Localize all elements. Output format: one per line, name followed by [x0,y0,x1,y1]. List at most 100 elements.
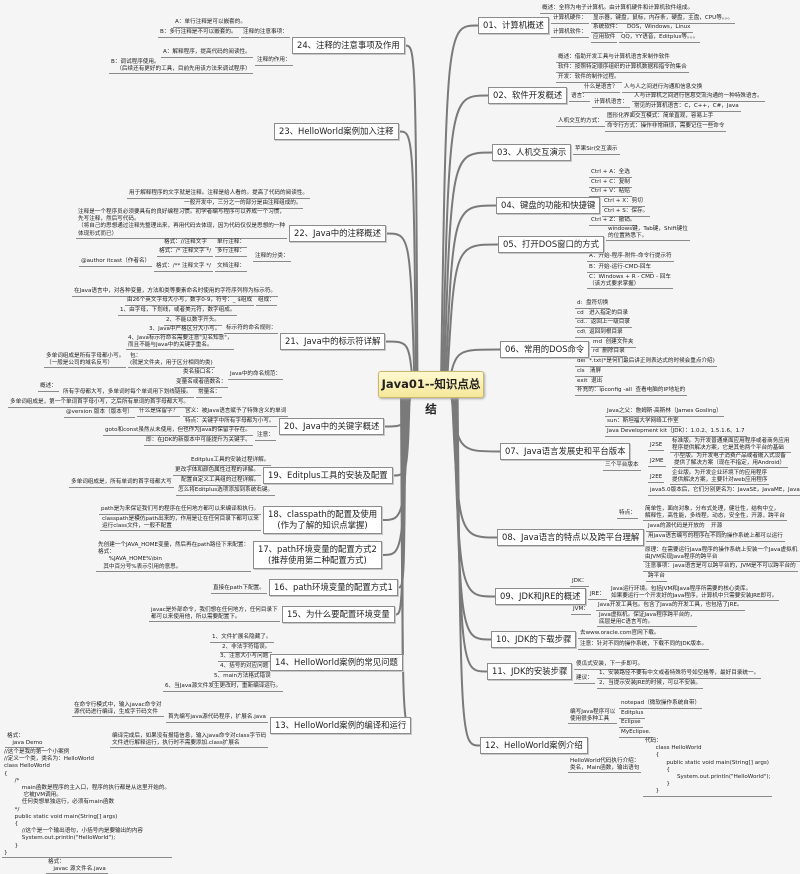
topic-7-item[interactable]: sun：斯坦福大学网络工作室 [605,418,681,427]
topic-22-item[interactable]: 用于解释程序的文字就是注释。注释是给人看的。提高了代码的阅读性。 [127,190,311,199]
topic-22-item[interactable]: 文档注释： [215,263,247,272]
topic-6-item[interactable]: del *.txt(*是何们最后讲正则表达式的时候会重点介绍) [575,358,717,367]
topic-6[interactable]: 06、常用的DOS命令 [500,341,590,358]
topic-23-item[interactable]: //这个是我的第一个小案例 //定义一个类，类名为：HelloWorld cla… [2,749,173,859]
topic-24[interactable]: 24、注释的注意事项及作用 [292,37,405,54]
topic-16[interactable]: 16、path环境变量的配置方式1 [269,579,398,596]
topic-8-item[interactable]: 跨平台 [646,573,667,582]
topic-21-item[interactable]: 在Java语言中，对各种变量，方法和类等要素命名时使用的字符序列称为标示符。 [72,288,279,297]
topic-7-item[interactable]: Java之父：詹姆斯·高斯林（James Gosling） [605,408,724,417]
topic-5-item[interactable]: A：开始-程序-附件-命令行提示符 [587,253,674,262]
topic-5-item[interactable]: C：Windows + R - CMD - 回车 （该方式要求掌握） [587,274,673,290]
topic-2-item[interactable]: 命令行方式：操作非常麻烦，需要记住一些命令 [605,123,727,132]
topic-12[interactable]: 12、HelloWorld案例介绍 [480,737,588,754]
topic-22-item[interactable]: 格式：//注释文字 [162,239,209,248]
topic-22-item[interactable]: 单行注释： [215,239,247,248]
topic-13-item[interactable]: 首先编写java源代码程序，扩展名.java [166,714,268,723]
topic-21-item[interactable]: 3、Java中严格区分大小写。 [147,326,223,335]
topic-2-item[interactable]: 语言： [569,93,590,102]
topic-21-item[interactable]: 多单词组成是，第一个单词首字母小写，之后所有单词的首字母都大写。 [8,399,192,408]
topic-4-item[interactable]: Ctrl + A：全选 [589,169,632,178]
topic-4-item[interactable]: Ctrl + V：粘贴 [589,188,632,197]
topic-1-item[interactable]: 应用软件 [591,34,618,43]
topic-22[interactable]: 22、Java中的注释概述 [289,225,386,242]
topic-21-item[interactable]: 多单词组成是所有字母都小写。 （一般是公司的域名反写） [44,353,127,369]
topic-7-item[interactable]: J2ME [648,458,666,467]
topic-3-item[interactable]: 苹果Siri交互演示 [573,146,620,155]
topic-22-item[interactable]: 格式：/* 注释文字 */ [157,248,214,257]
topic-8-item[interactable]: 用java语言编写的程序在不同的操作系统上都可以运行 [646,533,785,542]
topic-21-item[interactable]: 2、不能以数字开头。 [164,317,222,326]
topic-4-item[interactable]: windows键，Tab键，Shift键位 的位置熟悉下。 [606,226,690,242]
topic-6-item[interactable]: d: 盘符切换 [575,300,611,309]
topic-19-item[interactable]: Editplus工具的安装过程详解。 [189,457,272,466]
topic-14-item[interactable]: 5、main方法格式错误 [212,673,273,682]
topic-24-item[interactable]: A：单行注释是可以嵌套的。 [173,19,248,28]
topic-2-item[interactable]: 人与计算机之间进行信息交流沟通的一种特殊语言。 [632,93,765,102]
topic-9-item[interactable]: Java运行环境。包括JVM和Java程序所需要的核心类库。 如果要运行一个开发… [609,586,780,602]
topic-6-item[interactable]: 补充的：ipconfig -all 查看电脑的IP地址的 [575,387,688,396]
topic-9[interactable]: 09、JDK和JRE的概述 [495,588,586,605]
topic-17-item[interactable]: 先创建一个JAVA_HOME变量，然后再在path路径下来配置： 格式： %JA… [96,542,252,572]
topic-8-item[interactable]: 注意事项：java语言是可以跨平台的，JVM是不可以跨平台的 [643,563,798,572]
topic-13-item[interactable]: 格式： javac 源文件名.java [46,859,108,874]
topic-20[interactable]: 20、Java中的关键字概述 [279,418,385,435]
topic-20-item[interactable]: 注意： [255,432,276,441]
topic-8[interactable]: 08、Java语言的特点以及跨平台理解 [497,529,645,546]
topic-13[interactable]: 13、HelloWorld案例的编译和运行 [270,717,412,734]
topic-1-item[interactable]: 计算机软件： [551,29,589,38]
topic-12-item[interactable]: Editplus [619,710,646,719]
topic-6-item[interactable]: cd\ 返回到根目录 [575,329,625,338]
topic-21-item[interactable]: 变量名或者函数名： [174,379,229,388]
topic-12-item[interactable]: 代码： class HelloWorld { public static voi… [643,738,773,797]
topic-2-item[interactable]: 人机交互的方式： [556,118,605,127]
topic-14-item[interactable]: 2、非法字符错误。 [220,644,273,653]
topic-12-item[interactable]: Eclipse [619,719,643,728]
topic-4-item[interactable]: Ctrl + X：剪切 [602,198,645,207]
topic-21-item[interactable]: 常量名： [196,389,223,398]
topic-24-item[interactable]: B：多行注释是不可以嵌套的。 [158,29,239,38]
topic-22-item[interactable]: 一般开发中，三分之一的部分是由注释组成的。 [182,200,304,209]
topic-1-item[interactable]: QQ，YY语音，Editplus等。。。 [619,34,701,43]
topic-4[interactable]: 04、键盘的功能和快捷键 [496,197,601,214]
topic-2[interactable]: 02、软件开发概述 [488,87,568,104]
topic-19[interactable]: 19、Editplus工具的安装及配置 [263,467,393,484]
topic-3[interactable]: 03、人机交互演示 [492,144,572,161]
topic-21-item[interactable]: 类名接口名： [181,369,219,378]
topic-14-item[interactable]: 6、当Java源文件发生更改时，重新编译运行。 [163,683,284,692]
topic-19-item[interactable]: 更改字体和颜色属性过程的详解。 [173,467,261,476]
topic-20-item[interactable]: 什么是保留字？ [137,408,181,417]
topic-21-item[interactable]: 概述： [38,383,59,392]
topic-22-item[interactable]: 多行注释： [215,248,247,257]
topic-19-item[interactable]: 配置自定义工具组的过程详解。 [179,477,262,486]
topic-4-item[interactable]: Ctrl + Z：撤销。 [589,217,638,226]
topic-11-item[interactable]: 建议： [574,675,595,684]
topic-2-item[interactable]: 常见的计算机语言：C，C++，C#，Java [632,103,741,112]
topic-2-item[interactable]: 开发：软件的制作过程。 [556,74,622,83]
topic-13-item[interactable]: 在命令行模式中，输入javac命令对 源代码进行编译，生成字节码文件 [72,702,164,718]
topic-12-item[interactable]: MyEclipse. [619,729,653,738]
topic-8-item[interactable]: 特点： [617,510,638,519]
topic-6-item[interactable]: rd 删除目录 [591,348,627,357]
topic-22-item[interactable]: 注释是一个程序员必须要具有的良好编程习惯。初学者编写程序可以养成一个习惯， 先写… [76,209,287,239]
topic-11-item[interactable]: 2、当提示安装JRE的时候，可以不安装。 [597,680,704,689]
topic-1[interactable]: 01、计算机概述 [478,17,549,34]
topic-19-item[interactable]: 怎么将Editplus选项添加到系统右键。 [176,487,276,496]
topic-18[interactable]: 18、classpath的配置及使用 (作为了解的知识点掌握) [263,506,383,534]
topic-21-item[interactable]: 包： (就是文件夹，用于区分相同的类) [128,353,215,369]
topic-2-item[interactable]: 软件：按照特定顺序组织的计算机数据和指令的集合 [556,64,689,73]
topic-14-item[interactable]: 1、文件扩展名隐藏了。 [210,634,274,643]
topic-1-item[interactable]: DOS，Windows，Linux [625,24,693,33]
topic-7-item[interactable]: 三个平台版本 [603,462,641,471]
topic-24-item[interactable]: 注释的注意事项： [241,29,290,38]
topic-20-item[interactable]: 特点：关键字中所有字母都为小写。 [183,418,277,427]
topic-8-item[interactable]: 简单性，面向对象，分布式处理，健壮性，结构中立， 解释性，高性能，多线程，动态，… [643,506,787,522]
topic-10-item[interactable]: 注意：针对不同的操作系统，下载不同的JDK版本。 [578,641,710,650]
topic-13-item[interactable]: 编译完成后，如果没有报错信息，输入java命令对class字节码 文件进行解释运… [110,733,269,749]
topic-2-item[interactable]: 计算机语言： [592,99,630,108]
topic-9-item[interactable]: JVM： [571,606,591,615]
topic-10[interactable]: 10、JDK的下载步骤 [491,631,577,648]
topic-21-item[interactable]: 1、由字母，下划线，或者美元符，数字组成。 [118,307,238,316]
topic-9-item[interactable]: Java虚拟机。保证Java程序跨平台的， 底层是用C语言写的。 [597,612,698,628]
topic-21-item[interactable]: 组成： [256,297,277,306]
